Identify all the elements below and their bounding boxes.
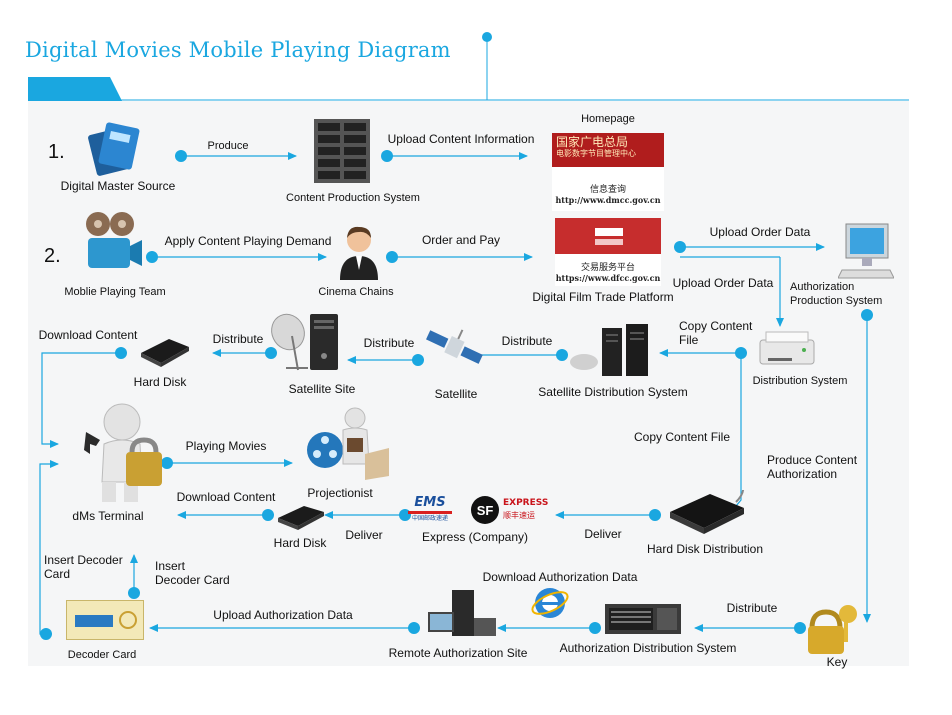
browser-e-icon: [531, 588, 569, 618]
server-rack-icon: [314, 119, 370, 183]
node-decoder-card: Decoder Card: [67, 649, 137, 661]
site-url: http://www.dmcc.gov.cn: [555, 195, 661, 205]
printer-icon: [759, 331, 815, 365]
node-content-production-system: Content Production System: [286, 192, 420, 204]
node-hard-disk-top: Hard Disk: [133, 375, 187, 389]
edge-label-deliver-1: Deliver: [345, 528, 383, 542]
edge-label-insert-decoder-card-1: Insert Decoder Card: [44, 553, 123, 581]
homepage-banner-image: 国家广电总局 电影数字节目管理中心 信息查询 http://www.dmcc.g…: [552, 133, 664, 211]
edge-label-distribute-4: Distribute: [726, 601, 778, 615]
node-distribution-system: Distribution System: [752, 375, 848, 387]
post-cn: 中国邮政速递: [411, 515, 448, 522]
film-camera-icon: [86, 212, 142, 268]
satellite-icon: [426, 329, 483, 364]
node-satellite: Satellite: [434, 387, 478, 401]
edge-copy-file-2: [730, 353, 742, 513]
trade-platform-image: 交易服务平台 https://www.dfcc.gov.cn: [555, 218, 661, 286]
node-remote-authorization-site: Remote Authorization Site: [388, 646, 528, 660]
ems-logo: EMS 中国邮政速递: [404, 496, 456, 526]
decoder-card-icon: [66, 600, 144, 640]
computer-icon: [838, 223, 894, 279]
edge-label-distribute-2: Distribute: [363, 336, 415, 350]
edge-label-playing-movies: Playing Movies: [185, 439, 267, 453]
edge-insert-1: [39, 460, 59, 635]
edge-label-copy-content-file-1: Copy Content File: [679, 319, 753, 347]
tower-pc-icon: [310, 314, 338, 370]
sf-circle: SF: [471, 496, 499, 524]
edge-label-order-and-pay: Order and Pay: [421, 233, 501, 247]
padlock-person-icon: [84, 403, 162, 502]
node-cinema-chains: Cinema Chains: [318, 286, 394, 298]
key-lock-icon: [808, 605, 857, 654]
sf-logo: SF EXPRESS 顺丰速运: [470, 492, 549, 528]
node-hard-disk-distribution: Hard Disk Distribution: [646, 542, 764, 556]
edge-label-apply-content-playing-demand: Apply Content Playing Demand: [164, 234, 332, 248]
site-title-cn: 国家广电总局: [556, 135, 629, 149]
node-projectionist: Projectionist: [307, 486, 373, 500]
pc-monitor-icon: [428, 590, 496, 636]
edge-download-content-1: [41, 352, 121, 448]
edge-label-download-content-1: Download Content: [38, 328, 138, 342]
node-playing-team: Moblie Playing Team: [64, 286, 166, 298]
node-authorization-production-system: Authorization Production System: [790, 281, 883, 307]
edge-label-upload-order-data-1: Upload Order Data: [709, 225, 811, 239]
step-one-number: 1.: [48, 141, 65, 163]
step-two-number: 2.: [44, 245, 61, 267]
trade-url: https://www.dfcc.gov.cn: [555, 273, 661, 283]
header-decoration: [28, 32, 909, 101]
edge-label-deliver-2: Deliver: [584, 527, 622, 541]
edge-label-download-authorization-data: Download Authorization Data: [482, 570, 638, 584]
edge-label-produce: Produce: [207, 140, 249, 152]
trade-cn: 交易服务平台: [580, 263, 635, 273]
card-icon: [88, 122, 140, 176]
edge-label-distribute-1: Distribute: [501, 334, 553, 348]
sf-cn-text: 顺丰速运: [503, 511, 535, 520]
edge-label-download-content-2: Download Content: [176, 490, 276, 504]
node-digital-master-source: Digital Master Source: [60, 179, 176, 193]
node-satellite-distribution-system: Satellite Distribution System: [538, 385, 688, 399]
node-satellite-site: Satellite Site: [288, 382, 356, 396]
edge-label-upload-order-data-2: Upload Order Data: [672, 276, 774, 290]
site-info-cn: 信息查询: [589, 185, 626, 195]
edge-label-produce-content-authorization: Produce Content Authorization: [767, 453, 858, 481]
edge-label-upload-content-information: Upload Content Information: [387, 132, 535, 146]
ems-text: EMS: [414, 495, 446, 510]
sf-express-text: EXPRESS: [503, 498, 549, 508]
node-key: Key: [826, 655, 848, 669]
node-digital-film-trade-platform: Digital Film Trade Platform: [532, 290, 674, 304]
edge-label-insert-decoder-card-2: Insert Decoder Card: [155, 559, 230, 587]
node-homepage: Homepage: [581, 113, 635, 125]
rack-server-icon: [605, 604, 681, 634]
hard-disk-icon-small: [278, 506, 324, 530]
hard-disk-distribution-icon: [670, 490, 745, 534]
edge-label-upload-authorization-data: Upload Authorization Data: [213, 608, 353, 622]
site-sub-cn: 电影数字节目管理中心: [556, 149, 636, 158]
diagram-title: Digital Movies Mobile Playing Diagram: [25, 38, 451, 62]
edge-label-distribute-3: Distribute: [212, 332, 264, 346]
svg-text:SF: SF: [477, 503, 494, 518]
node-express-company: Express (Company): [421, 530, 529, 544]
data-center-icon: [570, 324, 648, 376]
hard-disk-icon: [141, 339, 189, 367]
node-dms-terminal: dMs Terminal: [72, 509, 144, 523]
diagram-panel: [28, 101, 909, 666]
node-hard-disk-mid: Hard Disk: [273, 536, 327, 550]
node-authorization-distribution-system: Authorization Distribution System: [559, 641, 737, 655]
edge-label-copy-content-file-2: Copy Content File: [633, 430, 731, 444]
satellite-dish-icon: [271, 313, 308, 371]
film-reel-icon: [307, 407, 389, 480]
businessman-icon: [340, 226, 378, 280]
